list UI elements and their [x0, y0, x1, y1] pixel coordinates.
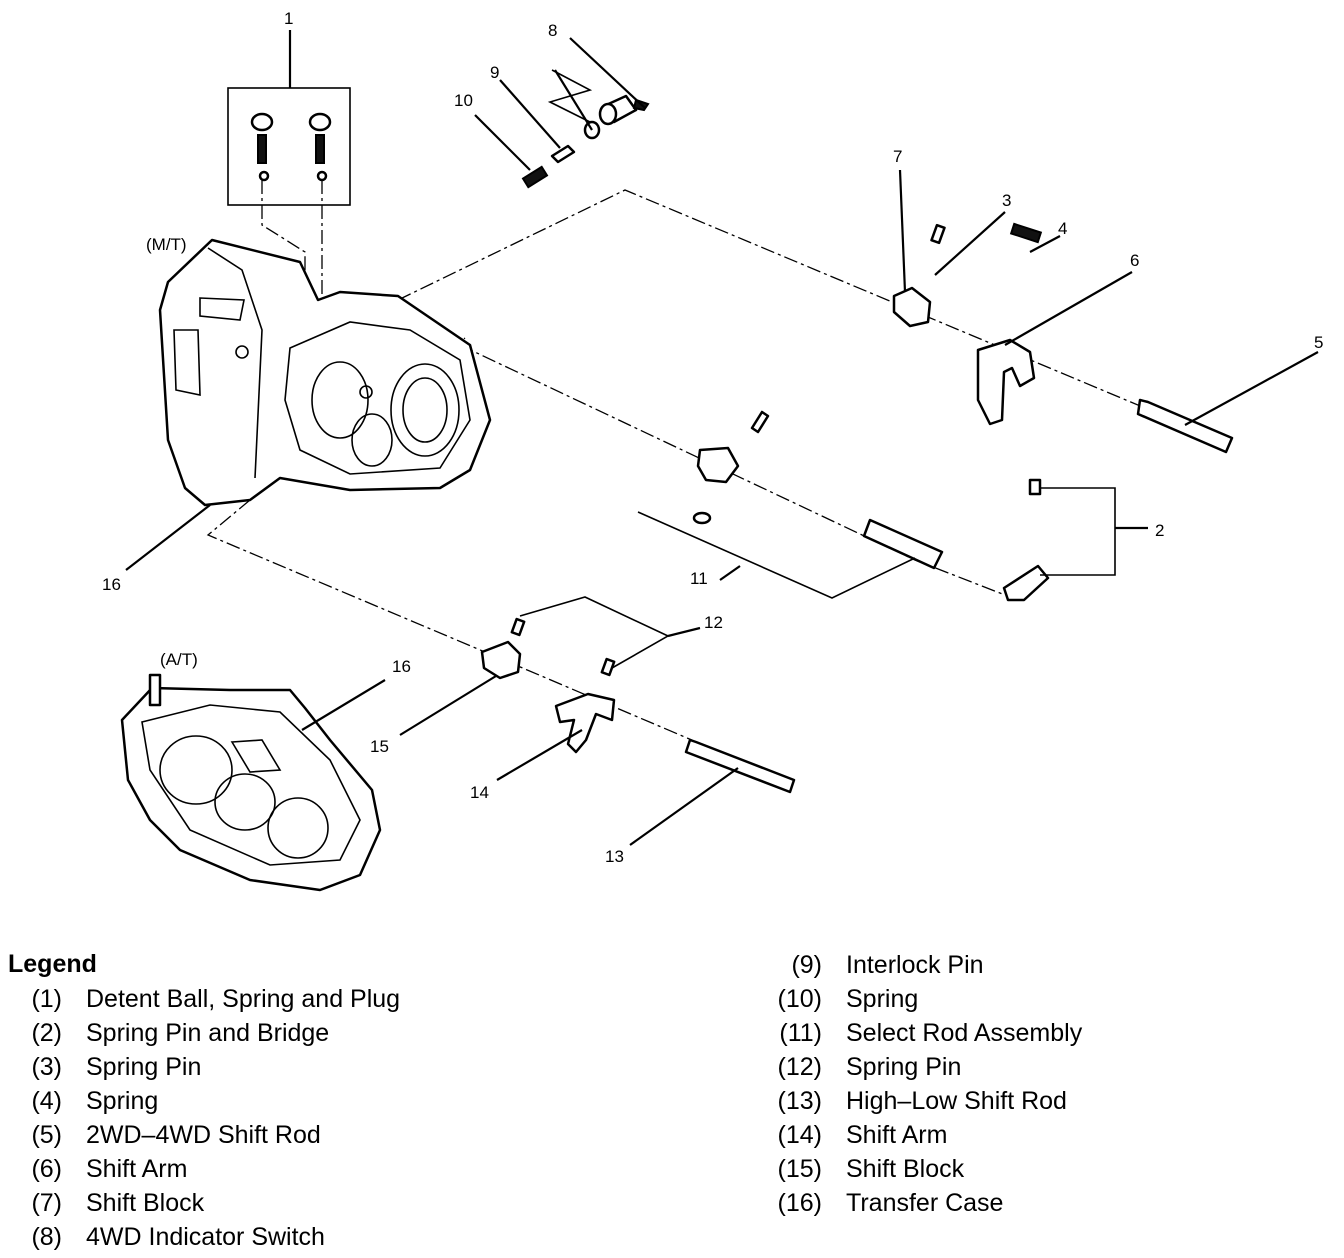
legend-text: Shift Arm: [86, 1155, 188, 1183]
legend-num: (10): [777, 985, 822, 1013]
mt-label: (M/T): [146, 235, 187, 254]
legend-num: (1): [31, 985, 62, 1013]
legend-item-16: (16) Transfer Case: [0, 1186, 1004, 1220]
legend-num: (5): [31, 1121, 62, 1149]
interlock-pin: [550, 144, 576, 164]
legend-num: (9): [791, 951, 822, 979]
legend-text: Detent Ball, Spring and Plug: [86, 985, 401, 1013]
spring-pin-3: [930, 223, 946, 245]
select-rod-assembly: [692, 410, 1050, 602]
callout-2: 2: [1155, 521, 1164, 540]
legend-text: Shift Block: [86, 1189, 205, 1217]
legend-text: Spring Pin: [846, 1053, 962, 1081]
callout-15: 15: [370, 737, 389, 756]
callout-16a: 16: [102, 575, 121, 594]
callout-10: 10: [454, 91, 473, 110]
callout-1: 1: [284, 9, 293, 28]
legend-text: High–Low Shift Rod: [846, 1087, 1067, 1115]
legend-text: 4WD Indicator Switch: [86, 1223, 325, 1251]
legend-item-12: (12) Spring Pin: [0, 1050, 962, 1084]
callout-4: 4: [1058, 219, 1067, 238]
legend-num: (13): [777, 1087, 822, 1115]
callout-16b: 16: [392, 657, 411, 676]
legend-num: (2): [31, 1019, 62, 1047]
spring-pins-12: [510, 617, 616, 677]
callout-numbers: 1 8 9 10 7 3 4 6 5 2 11 12 16 16 15 14 1…: [102, 9, 1323, 866]
legend-num: (8): [31, 1223, 62, 1251]
legend-text: Transfer Case: [846, 1189, 1004, 1217]
legend-item-1: (1) Detent Ball, Spring and Plug: [0, 982, 400, 1016]
legend-item-10: (10) Spring: [0, 982, 919, 1016]
legend-num: (3): [31, 1053, 62, 1081]
legend-text: Shift Arm: [846, 1121, 948, 1149]
callout-5: 5: [1314, 333, 1323, 352]
legend-item-3: (3) Spring Pin: [0, 1050, 201, 1084]
legend-num: (7): [31, 1189, 62, 1217]
transfer-case-at: [120, 673, 382, 892]
legend-text: Shift Block: [846, 1155, 965, 1183]
legend-num: (11): [779, 1019, 822, 1047]
callout-14: 14: [470, 783, 489, 802]
callout-3: 3: [1002, 191, 1011, 210]
shift-rod-13: [684, 738, 796, 794]
legend-num: (15): [777, 1155, 822, 1183]
legend-item-5: (5) 2WD–4WD Shift Rod: [0, 1118, 321, 1152]
legend-item-7: (7) Shift Block: [0, 1186, 204, 1220]
legend-num: (16): [777, 1189, 822, 1217]
callout-13: 13: [605, 847, 624, 866]
callout-8: 8: [548, 21, 557, 40]
spring-10: [521, 165, 549, 189]
shift-rod-5: [1136, 398, 1234, 454]
callout-6: 6: [1130, 251, 1139, 270]
legend-item-2: (2) Spring Pin and Bridge: [0, 1016, 329, 1050]
legend-num: (6): [31, 1155, 62, 1183]
legend-item-11: (11) Select Rod Assembly: [0, 1016, 1082, 1050]
shift-block-lower: [480, 640, 522, 680]
legend-item-14: (14) Shift Arm: [0, 1118, 948, 1152]
shift-arm-14: [554, 692, 616, 754]
callout-12: 12: [704, 613, 723, 632]
spring-4: [1009, 222, 1043, 244]
legend-text: Interlock Pin: [846, 951, 984, 979]
leader-lines: [125, 30, 1319, 846]
callout-7: 7: [893, 147, 902, 166]
callout-9: 9: [490, 63, 499, 82]
legend-text: Spring Pin: [86, 1053, 202, 1081]
legend-text: Spring Pin and Bridge: [86, 1019, 330, 1047]
legend-num: (12): [777, 1053, 822, 1081]
callout-11: 11: [690, 569, 708, 588]
legend-text: 2WD–4WD Shift Rod: [86, 1121, 321, 1149]
exploded-parts-diagram: (M/T) (A/T) 1 8 9 10 7 3 4 6 5 2 11 12 1…: [102, 9, 1323, 892]
legend-text: Spring: [86, 1087, 159, 1115]
legend: Legend (1) Detent Ball, Spring and Plug (…: [0, 946, 1344, 1258]
legend-item-13: (13) High–Low Shift Rod: [0, 1084, 1067, 1118]
transfer-case-mt: [158, 238, 492, 507]
legend-title: Legend: [8, 950, 97, 978]
shift-arm-6: [976, 338, 1036, 426]
legend-item-4: (4) Spring: [0, 1084, 158, 1118]
legend-item-8: (8) 4WD Indicator Switch: [0, 1220, 325, 1254]
legend-num: (4): [31, 1087, 62, 1115]
at-label: (A/T): [160, 650, 198, 669]
legend-text: Select Rod Assembly: [846, 1019, 1083, 1047]
legend-item-15: (15) Shift Block: [0, 1152, 965, 1186]
legend-item-9: (9) Interlock Pin: [0, 948, 984, 982]
legend-text: Spring: [846, 985, 919, 1013]
shift-block-upper: [892, 286, 932, 328]
detent-ball-spring-plug: [227, 87, 351, 206]
legend-num: (14): [777, 1121, 822, 1149]
legend-item-6: (6) Shift Arm: [0, 1152, 187, 1186]
